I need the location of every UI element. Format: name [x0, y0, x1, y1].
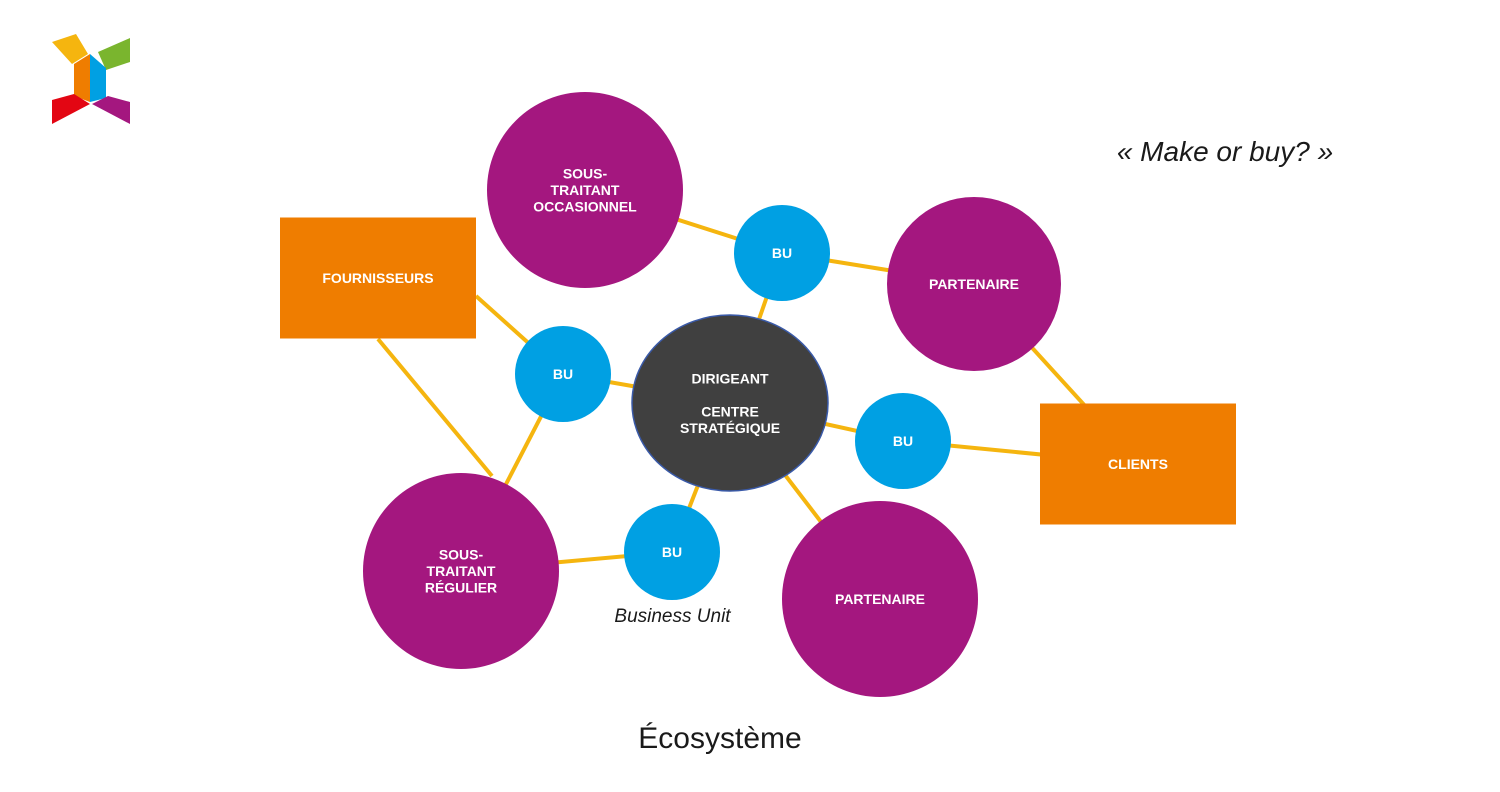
partenaire-bottom-node: PARTENAIRE: [782, 501, 978, 697]
fournisseurs-node: FOURNISSEURS: [280, 217, 476, 339]
bu-left-node-shape: [515, 326, 611, 422]
company-logo-icon: [52, 34, 130, 124]
logo-magenta-petal: [92, 96, 130, 124]
bu-left-node: BU: [515, 326, 611, 422]
partenaire-top-node-label-line-1: PARTENAIRE: [929, 276, 1019, 292]
bu-left-node-label-line-1: BU: [553, 366, 573, 382]
bu-top-node-label-line-1: BU: [772, 245, 792, 261]
logo-blue-bar: [90, 54, 106, 102]
bu-bottom-node-label-line-1: BU: [662, 544, 682, 560]
sous-traitant-occasionnel-node-label-line-1: SOUS-: [563, 166, 608, 182]
center-dirigeant-node-label-line-4: STRATÉGIQUE: [680, 420, 780, 436]
center-dirigeant-node-label-line-3: CENTRE: [701, 403, 759, 419]
partenaire-top-node: PARTENAIRE: [887, 197, 1061, 371]
bu-top-node-shape: [734, 205, 830, 301]
clients-node-shape: [1040, 403, 1236, 525]
bu-right-node-shape: [855, 393, 951, 489]
logo-yellow-petal: [52, 34, 88, 64]
partenaire-top-node-shape: [887, 197, 1061, 371]
fournisseurs-node-label-line-1: FOURNISSEURS: [322, 270, 433, 286]
center-dirigeant-node-label-line-1: DIRIGEANT: [692, 370, 769, 386]
center-dirigeant-node-shape: [631, 314, 829, 492]
bu-bottom-node-shape: [624, 504, 720, 600]
sous-traitant-regulier-node-label-line-1: SOUS-: [439, 547, 484, 563]
bu-right-node: BU: [855, 393, 951, 489]
nodes-layer: DIRIGEANTCENTRESTRATÉGIQUESOUS-TRAITANTO…: [280, 92, 1236, 697]
logo-green-petal: [98, 38, 130, 70]
sous-traitant-occasionnel-node-label-line-2: TRAITANT: [551, 182, 620, 198]
sous-traitant-occasionnel-node-shape: [487, 92, 683, 288]
sous-traitant-regulier-node-label-line-3: RÉGULIER: [425, 580, 497, 596]
page-title: Écosystème: [638, 722, 802, 755]
clients-node: CLIENTS: [1040, 403, 1236, 525]
sous-traitant-occasionnel-node-label-line-3: OCCASIONNEL: [533, 199, 637, 215]
business-unit-caption: Business Unit: [614, 606, 731, 627]
partenaire-bottom-node-label-line-1: PARTENAIRE: [835, 591, 925, 607]
logo-orange-bar: [74, 54, 90, 102]
sous-traitant-regulier-node-shape: [363, 473, 559, 669]
fournisseurs-node-shape: [280, 217, 476, 339]
bu-bottom-node: BU: [624, 504, 720, 600]
bu-top-node: BU: [734, 205, 830, 301]
clients-node-label-line-1: CLIENTS: [1108, 456, 1168, 472]
bu-right-node-label-line-1: BU: [893, 433, 913, 449]
link-fournisseurs-to-st_regulier: [376, 337, 494, 478]
partenaire-bottom-node-shape: [782, 501, 978, 697]
make-or-buy-quote: « Make or buy? »: [1116, 136, 1334, 167]
logo-red-petal: [52, 94, 90, 124]
sous-traitant-regulier-node-label-line-2: TRAITANT: [427, 563, 496, 579]
